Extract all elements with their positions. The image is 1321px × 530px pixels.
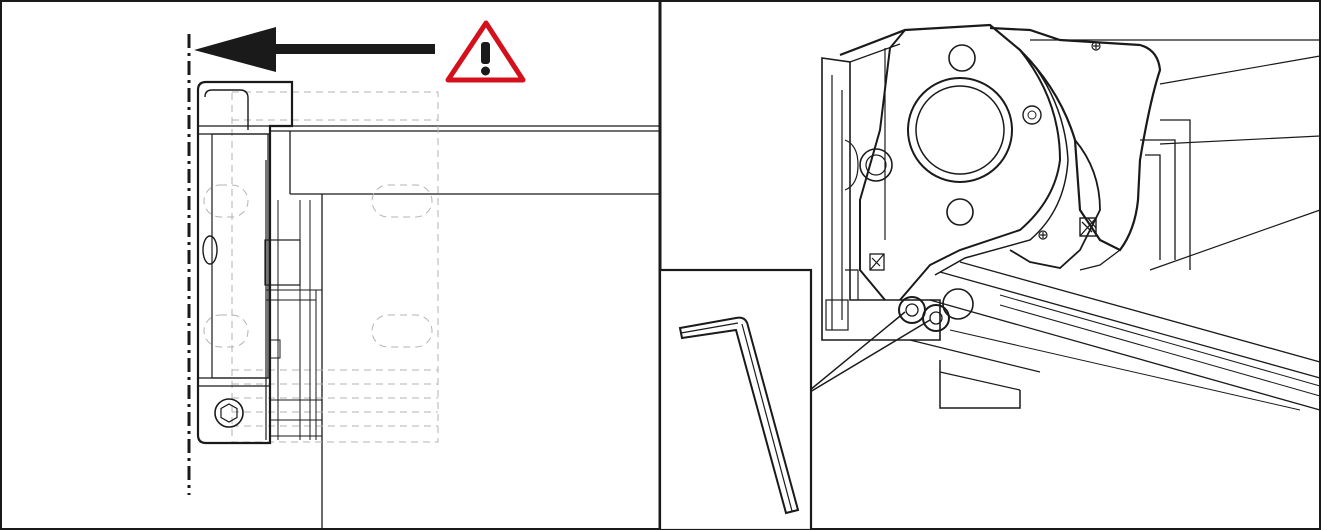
arm-profile: [1030, 39, 1321, 271]
hidden-mounting-plate: [203, 91, 439, 443]
socket-screw: [214, 398, 244, 428]
adjustment-bracket: [839, 23, 1162, 332]
right-panel: [658, 23, 1321, 530]
tube-profile: [270, 125, 660, 530]
callout-leaders: [809, 311, 931, 393]
end-cap: [196, 80, 322, 445]
arrow-left-icon: [194, 27, 435, 72]
left-panel: [187, 20, 660, 530]
rail-profile: [909, 261, 1321, 411]
brand-badge: [869, 217, 1097, 271]
adjustment-screws: [898, 288, 974, 332]
hex-key-icon: [678, 316, 800, 515]
bracket-back-plate: [821, 57, 941, 341]
warning-triangle-icon: [445, 20, 526, 83]
tool-inset: [658, 268, 813, 530]
